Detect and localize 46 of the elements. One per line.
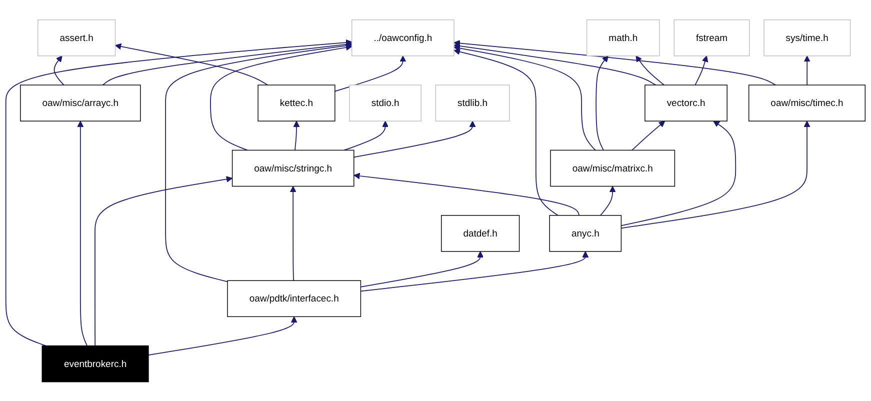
arrow [290,186,296,281]
arrow [454,42,656,86]
arrow [54,55,64,86]
arrow [360,250,484,288]
arrow [114,43,268,86]
node-box: oaw/misc/timec.h [748,84,866,122]
node-box: oaw/pdtk/interfacec.h [227,280,362,317]
arrow [353,120,476,158]
node-box: anyc.h [549,214,622,252]
arrow [804,55,810,86]
node-box: datdef.h [441,214,520,252]
node-box: oaw/misc/matrixc.h [550,150,676,186]
node-box: math.h [586,19,660,56]
arrow [293,120,300,150]
node-box: eventbrokerc.h [42,345,149,382]
arrow [77,120,88,346]
arrow [344,120,388,150]
node-box: stdio.h [349,84,422,122]
node-box: ../oawconfig.h [352,19,454,56]
node-box: sys/time.h [764,19,851,56]
node-box: stdlib.h [435,84,510,122]
arrow [360,250,589,292]
arrow [600,186,616,216]
arrow [102,40,352,86]
arrow [148,316,298,356]
arrow [210,44,352,150]
node-box: oaw/misc/stringc.h [232,150,354,186]
arrow [454,40,776,86]
node-box: assert.h [38,19,116,56]
arrow [94,176,233,346]
arrow [632,120,666,150]
arrow [334,55,406,92]
arrow [5,38,352,346]
node-box: oaw/misc/arrayc.h [20,84,141,122]
node-box: vectorc.h [644,84,728,122]
arrow [620,120,810,228]
arrow [354,172,580,216]
arrow [165,42,352,282]
node-box: fstream [674,19,750,56]
arrow [596,55,608,150]
arrow [454,48,558,216]
arrow [694,55,708,86]
arrow [454,44,596,150]
arrow [620,120,736,226]
node-box: kettec.h [258,84,336,122]
arrow [636,55,664,86]
